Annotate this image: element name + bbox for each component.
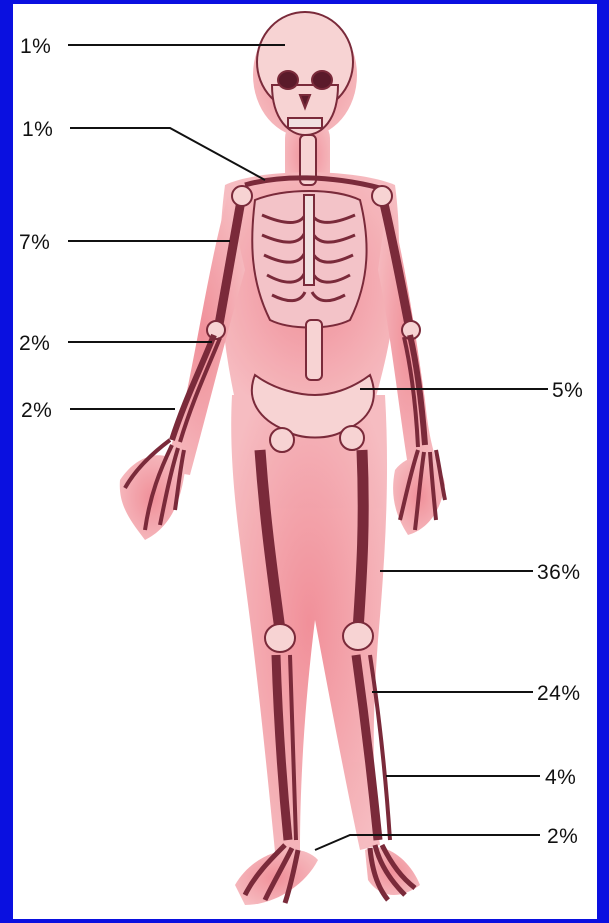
label-clavicle: 1% (22, 119, 53, 140)
label-humerus: 7% (19, 232, 50, 253)
label-wrist: 2% (21, 400, 52, 421)
label-forearm: 2% (19, 333, 50, 354)
label-tibia: 24% (537, 683, 581, 704)
leader-line-ankle (315, 835, 540, 850)
leader-line-clavicle (70, 128, 265, 180)
label-skull: 1% (20, 36, 51, 57)
label-fibula: 4% (545, 767, 576, 788)
label-pelvis: 5% (552, 380, 583, 401)
label-femur: 36% (537, 562, 581, 583)
label-ankle: 2% (547, 826, 578, 847)
